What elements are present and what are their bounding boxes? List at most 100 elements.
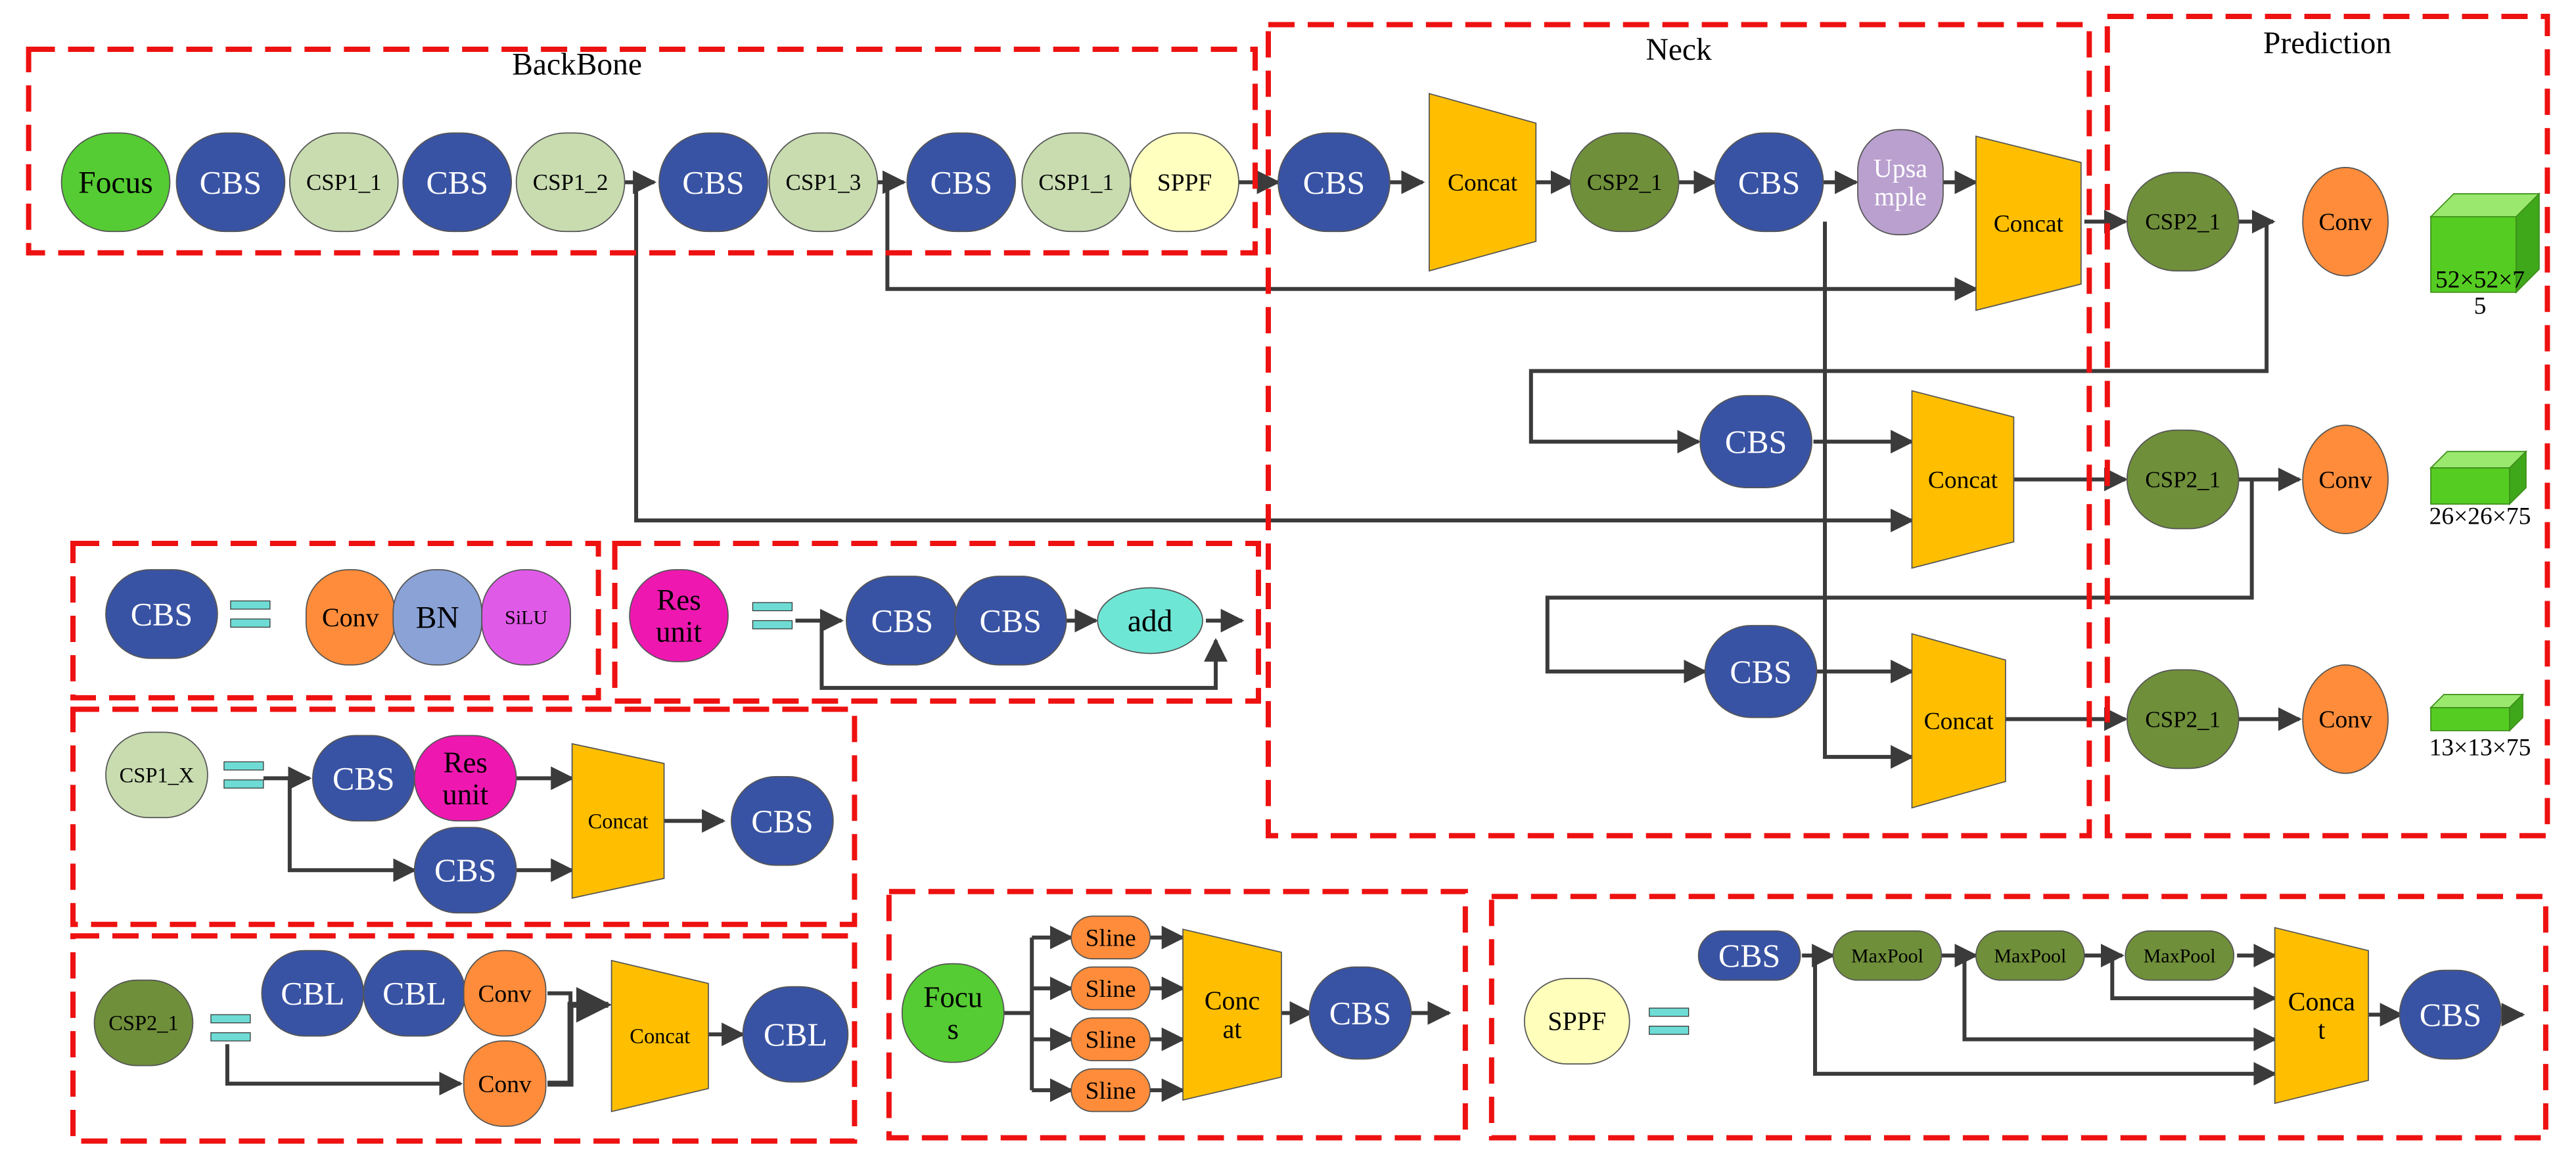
legend-maxpool (1975, 930, 2085, 981)
backbone-cbs-label: CBS (200, 164, 262, 200)
legend-cbs (954, 576, 1067, 666)
legend-maxpool (2125, 930, 2235, 981)
connector (1823, 221, 1915, 769)
legend-cbs-label: CBS (333, 760, 394, 796)
equals-sign (223, 779, 264, 789)
neck-cbs-label: CBS (1738, 164, 1800, 200)
legend-slice (1070, 1068, 1151, 1112)
neck-cbs-label: CBS (1725, 423, 1787, 460)
legend-conv (463, 1040, 547, 1127)
neck-cbs-label: CBS (1730, 653, 1791, 690)
prediction-csp2-label: CSP2_1 (2145, 209, 2220, 235)
legend-add-label: add (1128, 605, 1173, 639)
legend-slice (1070, 915, 1151, 960)
neck-concat (1911, 390, 2015, 569)
output-cube-large (2430, 216, 2517, 293)
equals-sign (1649, 1025, 1690, 1035)
connector (1529, 221, 2269, 454)
legend-slice-label: Sline (1086, 925, 1136, 951)
backbone-cbs (658, 132, 768, 233)
legend-csp2-box (70, 933, 858, 1144)
prediction-conv (2302, 166, 2389, 277)
legend-maxpool-label: MaxPool (1851, 945, 1923, 967)
neck-box (1266, 22, 2092, 838)
legend-concat-label: Concat (630, 1025, 690, 1049)
legend-maxpool-label: MaxPool (2144, 945, 2216, 967)
connector (2110, 955, 2278, 1011)
prediction-conv-label: Conv (2318, 706, 2372, 733)
neck-concat (1911, 633, 2006, 809)
legend-cbs (105, 569, 218, 659)
section-title-prediction: Prediction (2263, 26, 2391, 60)
neck-upsample (1857, 129, 1944, 236)
equals-sign (223, 761, 264, 771)
connector-lines (225, 170, 2525, 1103)
backbone-cbs-label: CBS (426, 164, 488, 200)
section-title-backbone: BackBone (512, 48, 642, 82)
backbone-cbs (906, 132, 1017, 233)
legend-concat (571, 743, 665, 899)
prediction-conv-label: Conv (2318, 467, 2372, 493)
neck-cbs (1699, 395, 1812, 488)
legend-concat (610, 959, 709, 1112)
legend-slice-label: Sline (1086, 1078, 1136, 1105)
equals-sign (210, 1032, 251, 1042)
connector (634, 182, 1915, 533)
legend-concat (2274, 927, 2369, 1105)
backbone-sppf (1130, 132, 1239, 233)
backbone-cbs-label: CBS (931, 164, 992, 200)
equals-sign (752, 602, 793, 612)
legend-cbs-label: CBS (2420, 996, 2481, 1033)
connector (885, 182, 1979, 301)
connector (1813, 955, 2278, 1086)
backbone-csp1 (515, 132, 626, 233)
neck-concat-label: Concat (1928, 467, 1998, 493)
neck-cbs (1704, 625, 1818, 718)
legend-cbs (731, 775, 834, 866)
backbone-focus (60, 132, 171, 233)
equals-sign (752, 620, 793, 630)
dashed-section-boxes (26, 13, 2550, 1144)
neck-cbs (1714, 132, 1824, 233)
neck-csp2 (1569, 132, 1680, 233)
prediction-csp2-label: CSP2_1 (2145, 706, 2220, 732)
connector (1545, 479, 2254, 683)
legend-conv (463, 950, 547, 1037)
section-title-neck: Neck (1646, 33, 1712, 67)
prediction-csp2-label: CSP2_1 (2145, 467, 2220, 492)
connector (287, 778, 417, 882)
legend-cbs (2399, 969, 2502, 1060)
diagram-nodes (60, 93, 2541, 1127)
legend-csp1x-box (70, 706, 858, 927)
legend-focus (901, 963, 1005, 1063)
legend-resunit (629, 569, 729, 662)
backbone-cbs (402, 132, 513, 233)
legend-silu (481, 569, 571, 666)
legend-cbs-label: CBS (131, 595, 193, 632)
output-cube-small (2430, 707, 2510, 731)
output-size-label: 26×26×75 (2429, 503, 2531, 530)
legend-bn-label: BN (416, 601, 459, 635)
backbone-sppf-label: SPPF (1157, 170, 1212, 196)
legend-cbs-label: CBS (1329, 995, 1391, 1032)
legend-sppf-box (1488, 894, 2548, 1141)
equals-sign (210, 1014, 251, 1024)
legend-concat-label: Concat (588, 810, 649, 833)
prediction-conv (2302, 664, 2389, 774)
legend-cbs-label: CBS (871, 602, 933, 639)
neck-concat-label: Concat (1924, 708, 1994, 735)
neck-cbs-label: CBS (1303, 164, 1365, 200)
neck-cbs (1277, 132, 1391, 233)
legend-csp2 (93, 979, 194, 1066)
legend-conv-label: Conv (478, 980, 532, 1007)
prediction-csp2 (2126, 669, 2240, 769)
backbone-csp1-label: CSP1_2 (533, 170, 609, 195)
legend-cbs (1308, 966, 1412, 1060)
backbone-cbs (175, 132, 286, 233)
